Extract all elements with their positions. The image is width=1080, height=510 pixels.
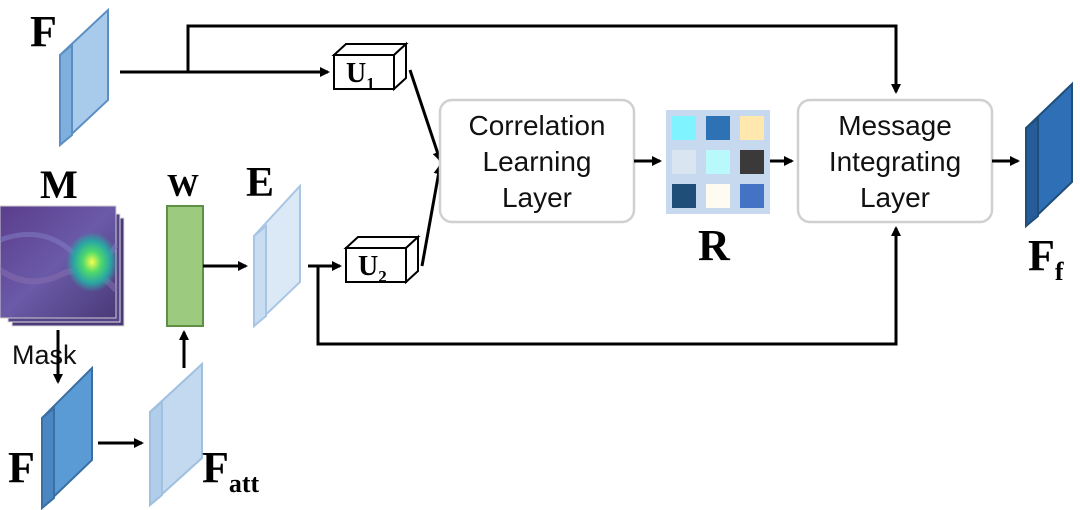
feature-map-F-bottom — [41, 365, 93, 510]
label-U2-sub: 2 — [378, 267, 387, 286]
feature-map-E — [253, 183, 301, 329]
matrix-cell — [740, 116, 764, 140]
label-F-f-sub: f — [1055, 257, 1064, 286]
mask-heatmap-stack — [0, 205, 125, 327]
weight-block-W — [166, 205, 204, 327]
label-F-bottom: F — [8, 443, 35, 492]
feature-map-F-top — [59, 7, 109, 148]
correlation-line3: Layer — [502, 182, 572, 213]
label-W: W — [167, 167, 199, 203]
correlation-matrix-R — [666, 110, 770, 214]
matrix-cell — [706, 184, 730, 208]
matrix-cell — [706, 116, 730, 140]
matrix-cell — [672, 116, 696, 140]
correlation-line1: Correlation — [469, 110, 606, 141]
label-F-f-main: F — [1028, 231, 1055, 280]
label-mask: Mask — [12, 340, 77, 370]
matrix-cell — [740, 184, 764, 208]
matrix-cell — [672, 150, 696, 174]
label-F-f: Ff — [1028, 231, 1064, 286]
matrix-cell — [740, 150, 764, 174]
label-M: M — [40, 162, 78, 207]
label-U1-main: U — [346, 58, 366, 89]
label-U2: U2 — [358, 251, 387, 286]
feature-map-F-att — [149, 361, 203, 508]
label-R: R — [698, 221, 731, 270]
message-line2: Integrating — [829, 146, 961, 177]
label-F-att-sub: att — [229, 469, 260, 498]
label-F-top: F — [30, 7, 57, 56]
correlation-learning-layer: Correlation Learning Layer — [438, 98, 636, 224]
label-E: E — [246, 160, 274, 206]
message-line1: Message — [838, 110, 952, 141]
label-F-att: Fatt — [202, 443, 260, 498]
message-line3: Layer — [860, 182, 930, 213]
label-F-att-main: F — [202, 443, 229, 492]
label-U1: U1 — [346, 58, 375, 93]
matrix-cell — [706, 150, 730, 174]
transform-U2 — [343, 234, 421, 285]
transform-U1 — [331, 41, 409, 92]
matrix-cell — [672, 184, 696, 208]
correlation-line2: Learning — [483, 146, 592, 177]
label-U1-sub: 1 — [366, 74, 375, 93]
label-U2-main: U — [358, 251, 378, 282]
feature-map-F-f — [1025, 81, 1073, 229]
message-integrating-layer: Message Integrating Layer — [796, 98, 994, 224]
